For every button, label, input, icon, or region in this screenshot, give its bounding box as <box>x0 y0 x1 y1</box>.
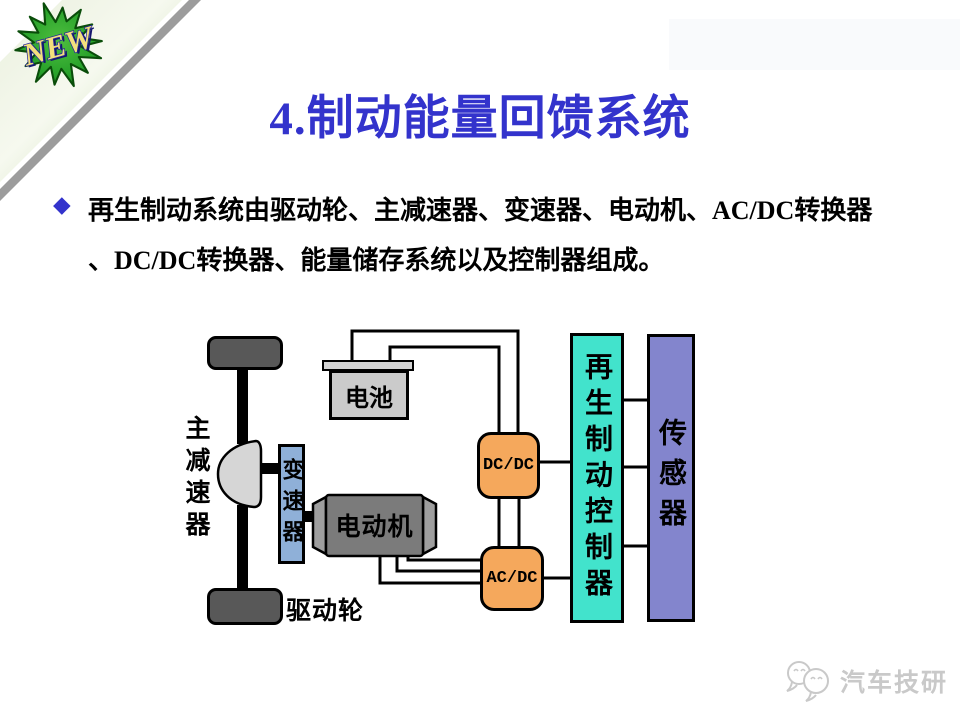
wechat-icon <box>786 661 829 702</box>
motor-shape <box>311 493 438 558</box>
regen-brake-controller-label: 再生制动控制器 <box>582 352 613 604</box>
dcdc-converter-box: DC/DC <box>477 432 540 499</box>
watermark-text: 汽车技研 <box>840 669 949 697</box>
wire-motor-acdc-3 <box>378 554 482 585</box>
wheel-top <box>207 336 283 370</box>
transmission-label: 变速器 <box>279 457 305 551</box>
connector-transmission-motor <box>303 511 314 522</box>
motor-label: 电动机 <box>326 494 423 556</box>
axle-shaft-top <box>237 367 248 444</box>
connector-finaldrive-transmission <box>261 463 278 474</box>
final-drive-shape <box>216 439 263 509</box>
sensor-label: 传感器 <box>656 418 687 538</box>
new-badge-icon: NEW NEW <box>14 2 103 88</box>
transmission-box: 变速器 <box>278 444 305 564</box>
regen-brake-controller-box: 再生制动控制器 <box>570 333 624 623</box>
dcdc-label: DC/DC <box>482 456 534 475</box>
banner-shadow <box>0 0 201 201</box>
page-title: 4.制动能量回馈系统 <box>269 93 691 145</box>
battery-box: 电池 <box>329 370 409 420</box>
drive-wheel-label: 驱动轮 <box>286 597 365 625</box>
battery-label: 电池 <box>345 384 393 412</box>
motor-label-text: 电动机 <box>335 513 414 541</box>
acdc-label: AC/DC <box>486 569 538 588</box>
drive-wheel <box>207 588 283 625</box>
axle-shaft-bottom <box>237 505 248 592</box>
bullet-diamond-icon: ◆ <box>53 191 71 217</box>
starburst-shape <box>14 2 103 88</box>
sensor-box: 传感器 <box>647 334 695 622</box>
final-drive-label: 主减速器 <box>181 412 211 546</box>
topright-panel <box>669 19 960 70</box>
acdc-converter-box: AC/DC <box>480 546 544 611</box>
watermark: 汽车技研 <box>784 658 954 704</box>
bullet-line-2: 、DC/DC转换器、能量储存系统以及控制器组成。 <box>88 246 665 275</box>
final-drive-label-text: 主减速器 <box>182 415 210 543</box>
bullet-paragraph: 再生制动系统由驱动轮、主减速器、变速器、电动机、AC/DC转换器 、DC/DC转… <box>88 186 928 286</box>
bullet-line-1: 再生制动系统由驱动轮、主减速器、变速器、电动机、AC/DC转换器 <box>88 196 873 225</box>
